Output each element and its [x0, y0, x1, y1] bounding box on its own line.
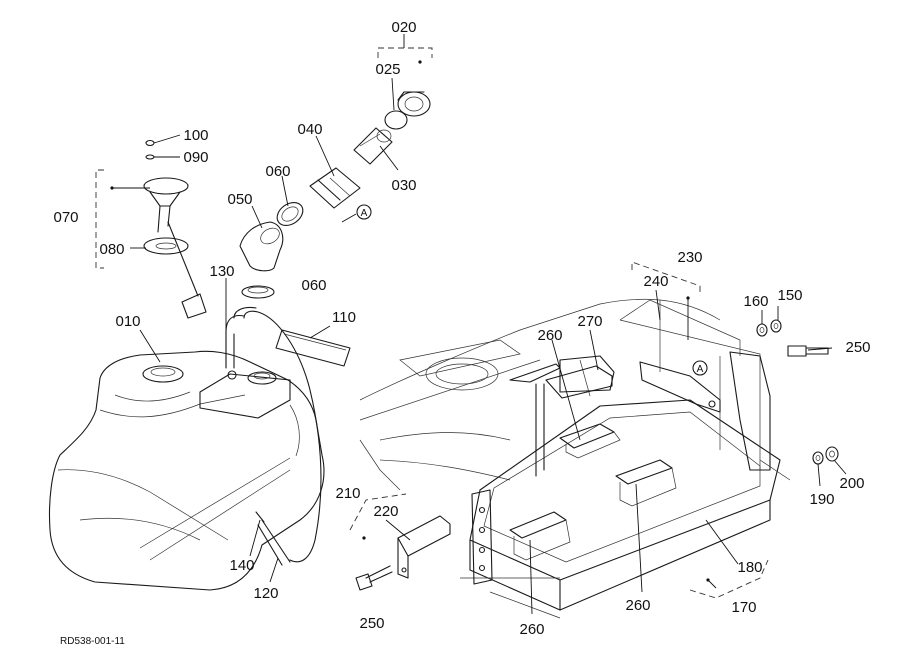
bolt-250-right [787, 345, 829, 357]
fuel-tank [48, 350, 325, 591]
label-160: 160 [743, 293, 768, 310]
label-060-upper: 060 [265, 163, 290, 180]
label-060-lower: 060 [301, 277, 326, 294]
group-bracket-070 [95, 169, 104, 269]
bracket-240 [639, 300, 721, 413]
label-170: 170 [731, 599, 756, 616]
label-210: 210 [335, 485, 360, 502]
part-labels: 020 025 030 040 060 050 100 090 070 080 … [53, 19, 870, 638]
label-030: 030 [391, 177, 416, 194]
label-180: 180 [737, 559, 762, 576]
reference-marker-a-lower: A [692, 360, 708, 376]
seal-025 [384, 110, 408, 130]
hose-120 [233, 306, 322, 566]
label-120: 120 [253, 585, 278, 602]
label-130: 130 [209, 263, 234, 280]
label-230: 230 [677, 249, 702, 266]
label-220: 220 [373, 503, 398, 520]
label-200: 200 [839, 475, 864, 492]
label-plate-110 [275, 329, 351, 367]
label-260-left: 260 [519, 621, 544, 638]
label-250-lower: 250 [359, 615, 384, 632]
group-bracket-170 [689, 559, 769, 599]
label-020: 020 [391, 19, 416, 36]
label-090: 090 [183, 149, 208, 166]
label-025: 025 [375, 61, 400, 78]
reference-marker-a-upper: A [341, 204, 372, 223]
frame-structure [359, 298, 791, 619]
filler-neck-040 [309, 167, 361, 209]
hose-130 [225, 314, 245, 369]
bracket-220 [397, 515, 451, 579]
rubber-mount-260-upper [559, 423, 621, 459]
rubber-mount-260-right [615, 459, 677, 507]
label-190: 190 [809, 491, 834, 508]
label-150: 150 [777, 287, 802, 304]
washer-190 [812, 451, 824, 465]
leader-lines [112, 34, 847, 615]
group-bracket-210 [349, 493, 407, 531]
bracket-270 [545, 365, 613, 399]
label-140: 140 [229, 557, 254, 574]
label-010: 010 [115, 313, 140, 330]
label-080: 080 [99, 241, 124, 258]
bracket-210 [471, 489, 493, 585]
label-250-right: 250 [845, 339, 870, 356]
filler-cap-020 [397, 91, 431, 117]
label-240: 240 [643, 273, 668, 290]
rubber-mount-260-left [509, 511, 571, 561]
diagram-code: RD538-001-11 [60, 636, 125, 647]
label-050: 050 [227, 191, 252, 208]
clamp-060-lower [241, 285, 275, 299]
label-110: 110 [332, 309, 356, 326]
fuel-sender-unit [143, 139, 207, 319]
svg-text:A: A [361, 208, 368, 219]
label-260-right: 260 [625, 597, 650, 614]
label-260-upper: 260 [537, 327, 562, 344]
group-bracket-230 [631, 261, 701, 296]
label-270: 270 [577, 313, 602, 330]
svg-text:A: A [697, 364, 704, 375]
plate-230 [619, 299, 741, 356]
hose-050 [239, 221, 284, 272]
filter-030 [353, 127, 393, 165]
bolt-250-lower [355, 565, 393, 591]
label-100: 100 [183, 127, 208, 144]
label-070: 070 [53, 209, 78, 226]
group-bracket-020 [377, 47, 433, 58]
clamp-060-upper [276, 201, 304, 227]
washer-160 [756, 323, 768, 337]
label-040: 040 [297, 121, 322, 138]
nut-200 [825, 446, 839, 462]
nut-150 [770, 319, 782, 333]
